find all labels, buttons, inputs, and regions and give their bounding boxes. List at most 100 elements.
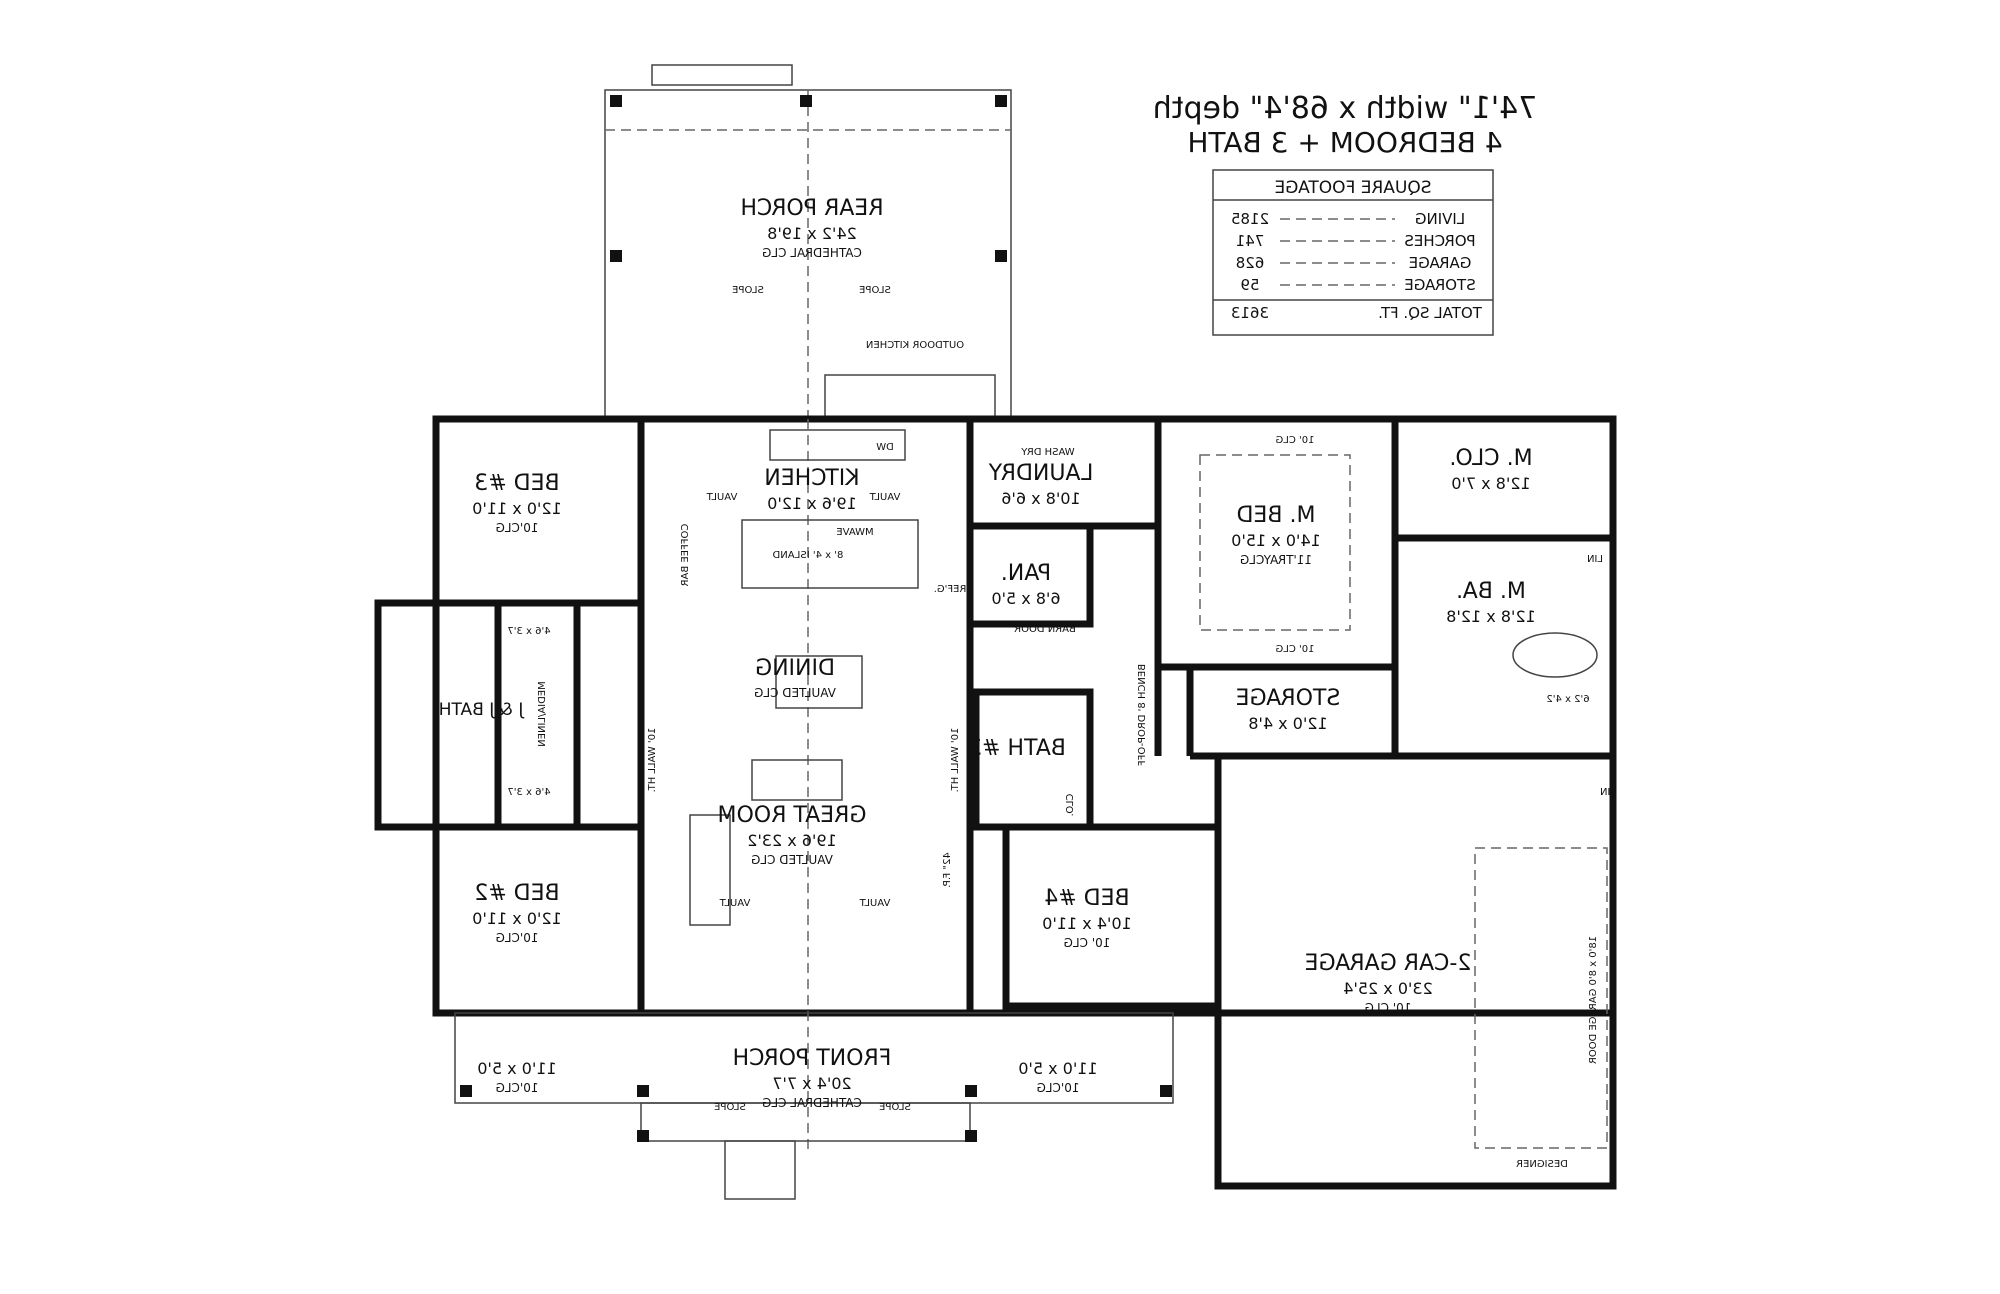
room-note: CATHEDRAL CLG [762,246,862,260]
annotation: CLO. [1065,794,1076,817]
sqft-label: PORCHES [1404,232,1475,250]
outdoor-kitchen [824,374,996,418]
annotation: COFFEE BAR [680,524,691,587]
post [965,1085,977,1097]
post [610,250,622,262]
entry-steps [724,1140,796,1200]
post [637,1130,649,1142]
annotation: DW [876,442,894,453]
annotation: OUTDOOR KITCHEN [866,340,964,351]
room-size: 11'0 x 5'0 [477,1059,556,1078]
kitchen-counter [769,429,906,461]
annotation: 4'6 x 3'7 [507,626,550,637]
jj-bath [374,599,502,831]
annotation: BARN DOOR [1014,624,1076,635]
room-size: 10'8 x 6'6 [1001,489,1080,508]
room-name: STORAGE [1236,686,1341,711]
annotation: LIN [1587,554,1603,565]
annotation: SLOPE [714,1102,746,1113]
room-note: 10'CLG [496,931,539,945]
chimney [651,64,793,86]
room-name: BATH #3 [968,736,1066,761]
sqft-value: 2185 [1231,210,1269,228]
room-size: 12'8 x 12'8 [1446,607,1536,626]
room-size: 6'8 x 5'0 [991,589,1060,608]
sqft-value: 741 [1236,232,1265,250]
plan-dimensions: 74'1" width x 68'4" depth [1153,91,1538,126]
room-name: J & J BATH [439,700,525,720]
room-size: 12'0 x 4'8 [1248,714,1327,733]
sqft-value: 628 [1236,254,1265,272]
room-size: 23'0 x 25'4 [1343,979,1433,998]
room-note: VAULTED CLG [754,686,836,700]
annotation: 10' CLG [1276,644,1315,655]
sofa [751,759,843,801]
room-name: FRONT PORCH [733,1046,892,1071]
room-name: M. BA. [1456,579,1526,604]
post [460,1085,472,1097]
annotation: LIN [1600,787,1616,798]
annotation: MWAVE [836,527,873,538]
annotation: VAULT [706,492,738,503]
annotation: 10' CLG [1276,435,1315,446]
post [995,250,1007,262]
room-note: VAULTED CLG [751,853,833,867]
annotation: 4'6 x 3'7 [507,787,550,798]
annotation: VAULT [719,898,751,909]
annotation: SLOPE [732,285,764,296]
sqft-label: GARAGE [1409,254,1472,272]
annotation: WASH DRY [1020,447,1074,458]
garage-door-zone [1474,847,1608,1149]
room-name: DINING [755,656,835,681]
front-porch-step [640,1102,971,1142]
annotation: SLOPE [879,1102,911,1113]
post [637,1085,649,1097]
room-size: 19'6 x 23'2 [747,831,837,850]
annotation: BENCH 8' DROP-OFF [1137,664,1148,766]
post [1160,1085,1172,1097]
annotation: 10' WALL HT. [647,728,658,793]
annotation: MEDIA/LINEN [537,681,548,747]
annotation: 8' x 4' ISLAND [772,550,843,561]
annotation: REF'G. [934,584,967,595]
sqft-title: SQUARE FOOTAGE [1274,178,1431,198]
post [610,95,622,107]
plan-geometry [374,64,1617,1200]
room-name: LAUNDRY [988,461,1093,486]
room-size: 24'2 x 19'8 [767,224,857,243]
sqft-total-value: 3613 [1231,304,1269,322]
room-size: 20'4 x 7'7 [772,1074,851,1093]
room-note: 10'CLG [496,521,539,535]
room-size: 14'0 x 15'0 [1231,531,1321,550]
annotation: DESIGNER [1516,1159,1568,1170]
garage [1214,752,1617,1190]
room-name: PAN. [1001,561,1051,586]
room-size: 12'0 x 11'0 [472,909,562,928]
sqft-total-label: TOTAL SQ. FT. [1378,304,1483,322]
annotation: 42" F.P. [942,852,953,887]
room-note: 10' CLG [1064,936,1111,950]
annotation: SLOPE [859,285,891,296]
kitchen-island [741,519,919,589]
annotation: 10' WALL HT. [950,728,961,793]
sqft-table [1212,169,1494,336]
room-name: KITCHEN [764,466,859,491]
bathtub [1512,632,1598,678]
post [995,95,1007,107]
room-size: 12'8 x 7'0 [1451,474,1530,493]
room-note: 10'CLG [1037,1081,1080,1095]
room-note: CATHEDRAL CLG [762,1096,862,1110]
annotation: 6'2 x 4'2 [1546,694,1589,705]
post [800,95,812,107]
room-name: 2-CAR GARAGE [1305,951,1472,976]
plan-summary: 4 BEDROOM + 3 BATH [1187,126,1502,159]
room-name: GREAT ROOM [718,803,867,828]
sofa [689,814,731,926]
annotation: 18'0 x 8'0 GARAGE DOOR [1588,936,1599,1064]
room-name: M. CLO. [1449,446,1532,471]
annotation: VAULT [859,898,891,909]
annotation: VAULT [869,492,901,503]
room-name: BED #4 [1044,886,1129,911]
